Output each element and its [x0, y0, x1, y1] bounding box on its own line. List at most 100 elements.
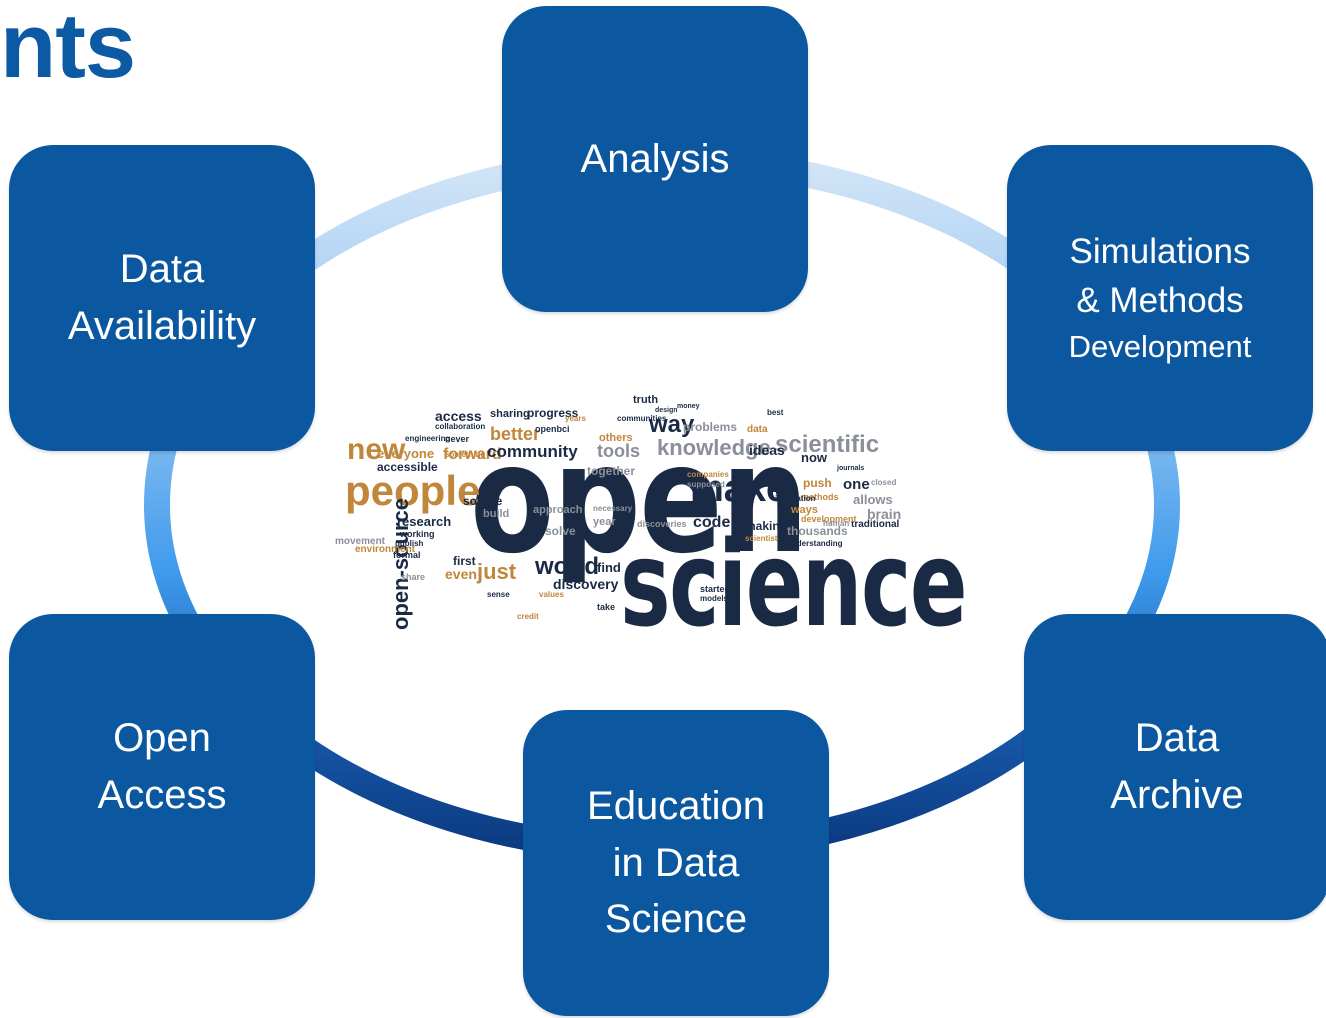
cloud-word: one [843, 476, 870, 493]
cloud-word: find [597, 560, 621, 575]
node-label: Open [113, 716, 211, 761]
node-education-in-data-science: Education in Data Science [523, 710, 829, 1016]
cloud-word: working [400, 529, 435, 539]
cloud-word: scientific [775, 431, 880, 458]
node-simulations-methods-development: Simulations & Methods Development [1007, 145, 1313, 451]
cloud-word: code [693, 514, 731, 531]
cloud-word: necessary [593, 504, 633, 513]
cloud-word: truth [633, 394, 659, 406]
cloud-word: years [565, 414, 586, 423]
cloud-word: just [477, 559, 517, 584]
cloud-word: something [445, 450, 486, 459]
cloud-word: credit [517, 612, 539, 621]
cloud-word: discovery [553, 576, 619, 592]
node-label: Availability [67, 304, 257, 348]
cloud-word: approach [533, 504, 583, 516]
open-science-word-cloud: open science people new everyone accessi… [335, 385, 985, 653]
cloud-word: data [747, 424, 768, 435]
cloud-word: solve [545, 524, 576, 538]
cloud-word: even [445, 566, 477, 582]
cloud-word: communities [617, 414, 667, 423]
cloud-word: take [597, 602, 616, 612]
cloud-word: design [655, 407, 678, 414]
cloud-word: thousands [787, 524, 848, 538]
cloud-word: knowledge [657, 435, 771, 460]
cloud-word: closed [871, 478, 897, 487]
cloud-word: problems [683, 420, 738, 434]
cloud-word-open: open [470, 413, 809, 587]
cloud-word: allows [853, 492, 893, 507]
cloud-word: traditional [851, 519, 900, 530]
cloud-word: make [690, 468, 788, 510]
cloud-word-science: science [620, 515, 968, 653]
cloud-word: accessible [377, 460, 438, 474]
cloud-word: openbci [535, 424, 570, 434]
cloud-word: people [345, 467, 481, 514]
node-label: Education [587, 783, 765, 828]
cloud-word: open-source [388, 497, 413, 630]
cloud-word: push [803, 476, 832, 490]
page-title: nts [0, 0, 136, 97]
cloud-word: research [397, 514, 452, 529]
cloud-word: formal [393, 550, 421, 560]
cloud-word: brain [867, 506, 902, 522]
cloud-word: sharing [490, 408, 530, 420]
node-analysis: Analysis [502, 6, 808, 312]
cloud-word: movement [335, 536, 386, 547]
cloud-word: now [801, 450, 827, 465]
cloud-word: discoveries [637, 519, 687, 529]
node-label: Analysis [580, 137, 730, 181]
cloud-word: tools [597, 441, 640, 461]
cloud-word: progress [527, 406, 579, 420]
cloud-word: build [483, 508, 510, 520]
cloud-word: ways [791, 504, 818, 516]
cloud-word: better [490, 424, 541, 444]
cloud-word: development [801, 514, 857, 524]
cloud-word: money [677, 403, 700, 410]
node-label: & Methods [1076, 281, 1244, 321]
cloud-word: understanding [787, 539, 843, 548]
cloud-word: time [693, 499, 716, 511]
cloud-word: ideas [749, 442, 785, 458]
cloud-word: environment [355, 544, 416, 555]
node-label: Data [119, 247, 205, 292]
cloud-word: together [587, 464, 635, 478]
cloud-word: collaboration [435, 422, 486, 431]
cloud-word: values [539, 590, 564, 599]
cloud-word: community [487, 442, 578, 461]
node-data-availability: Data Availability [9, 145, 315, 451]
cloud-word: way [649, 411, 695, 438]
node-open-access: Open Access [9, 614, 315, 920]
node-label: Archive [1110, 773, 1244, 817]
cloud-word: human [823, 519, 850, 528]
cloud-word: year [593, 516, 616, 528]
cloud-word: models [700, 594, 729, 603]
node-label: Science [604, 897, 748, 942]
cloud-word: forward [443, 446, 502, 463]
node-label: Data [1134, 716, 1220, 761]
cloud-word: engineering [405, 434, 451, 443]
cloud-word: publish [395, 539, 424, 548]
node-label: Simulations [1069, 232, 1251, 272]
cloud-word: share [401, 572, 426, 582]
cloud-word: started [700, 584, 731, 594]
node-data-archive: Data Archive [1024, 614, 1326, 920]
cloud-word: making [745, 519, 788, 533]
cloud-word: first [453, 554, 476, 568]
cloud-word: scientist [745, 534, 778, 543]
cloud-word: source [463, 494, 503, 508]
cloud-word: access [435, 408, 482, 424]
cloud-word: world [535, 553, 599, 580]
cloud-word: methods [801, 492, 839, 502]
cloud-word: others [599, 432, 633, 444]
cloud-word: innovation [775, 494, 816, 503]
node-label: Access [97, 773, 227, 817]
cloud-word: everyone [377, 446, 435, 461]
node-label: in Data [612, 840, 740, 885]
cloud-word: best [767, 408, 784, 417]
node-label: Development [1068, 329, 1252, 365]
cloud-word: never [445, 434, 470, 444]
cloud-word: companies [687, 470, 729, 479]
cloud-word: new [347, 433, 406, 466]
cloud-word: journals [837, 465, 865, 472]
